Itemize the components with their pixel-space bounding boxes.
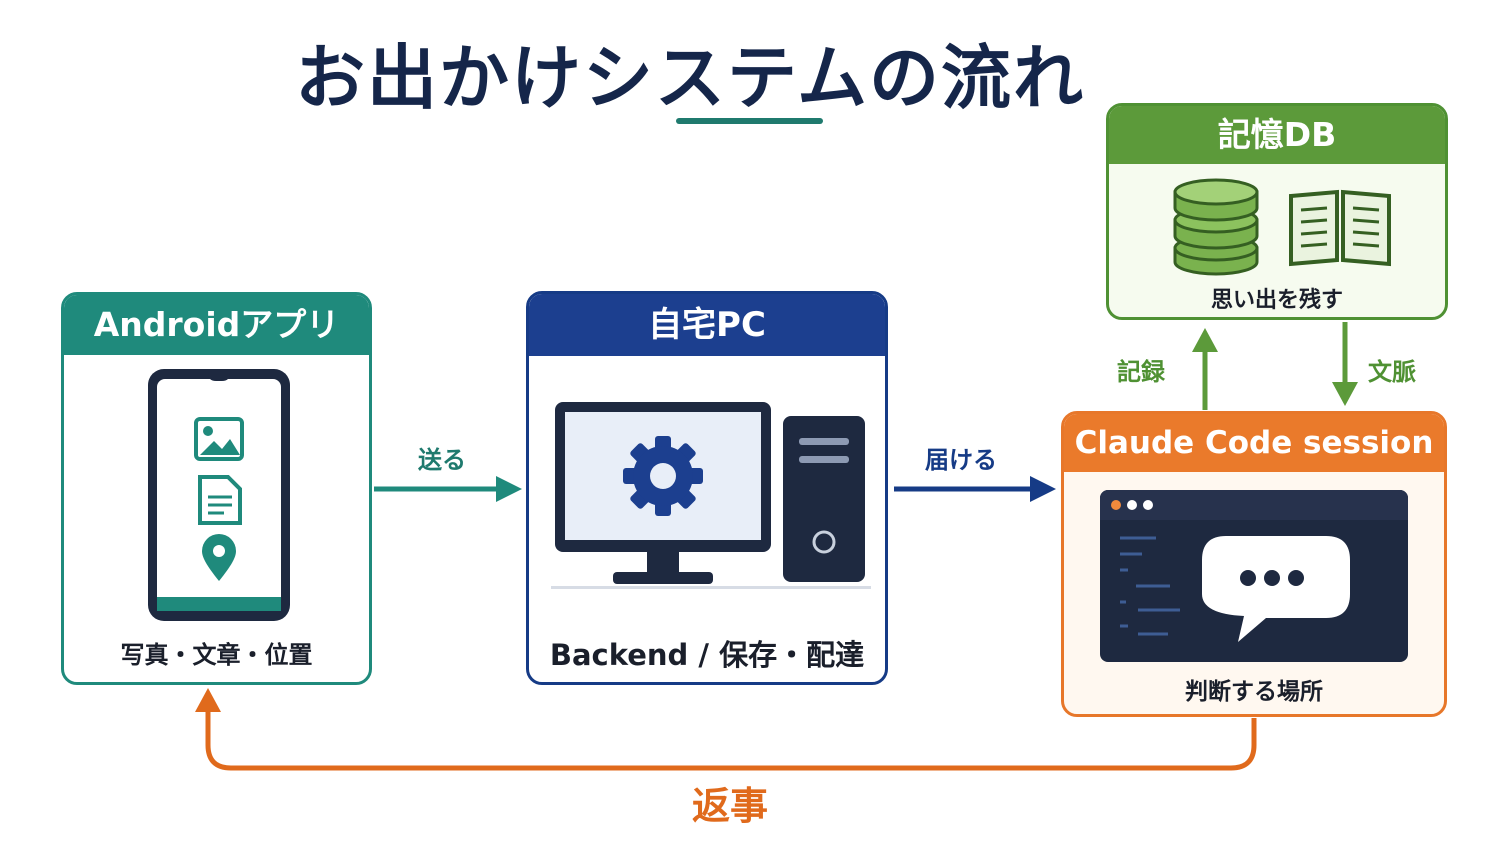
reply-arrow <box>195 688 1257 771</box>
terminal-window-icon <box>1100 490 1408 662</box>
record-label: 記録 <box>1117 358 1165 386</box>
memory-db-title: 記憶DB <box>1109 106 1445 164</box>
claude-code-session-title: Claude Code session <box>1064 414 1444 472</box>
home-pc-caption: Backend / 保存・配達 <box>549 638 865 672</box>
gear-icon <box>623 436 703 516</box>
context-arrow <box>1332 322 1358 406</box>
database-icon <box>1173 178 1259 276</box>
claude-code-session-caption: 判断する場所 <box>1185 679 1323 705</box>
send-label: 送る <box>418 446 466 474</box>
deliver-arrow <box>894 476 1056 502</box>
android-app-caption: 写真・文章・位置 <box>120 641 313 669</box>
reply-label: 返事 <box>692 784 769 828</box>
image-icon <box>194 417 244 461</box>
desktop-computer-icon <box>551 402 871 589</box>
claude-code-session-node: Claude Code session 判断する場所 <box>1061 411 1447 717</box>
android-app-node: Androidアプリ 写真・文章・位置 <box>61 292 372 685</box>
page-title: お出かけシステムの流れ <box>295 37 1085 119</box>
home-pc-node: 自宅PC Backend / 保存・配達 <box>526 291 888 685</box>
memory-db-caption: 思い出を残す <box>1210 288 1343 313</box>
android-app-title: Androidアプリ <box>64 295 369 355</box>
home-pc-title: 自宅PC <box>529 294 885 356</box>
memory-db-node: 記憶DB 思い出を残す <box>1106 103 1448 320</box>
title-underline <box>676 118 823 124</box>
context-label: 文脈 <box>1368 358 1416 386</box>
location-pin-icon <box>202 534 236 581</box>
book-icon <box>1289 189 1391 267</box>
record-arrow <box>1192 328 1218 410</box>
deliver-label: 届ける <box>925 446 997 474</box>
send-arrow <box>374 476 522 502</box>
smartphone-icon <box>148 369 290 621</box>
document-icon <box>198 475 242 525</box>
chat-bubble-icon <box>1202 536 1350 642</box>
